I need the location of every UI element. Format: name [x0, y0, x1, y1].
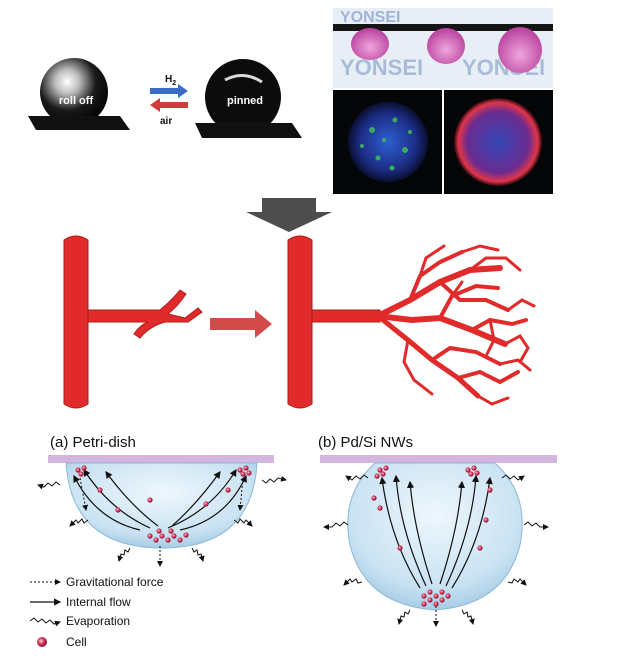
green-cell-spots	[360, 117, 412, 171]
cell-legend-label: Cell	[66, 635, 87, 649]
panel-b-substrate	[320, 455, 557, 463]
flow-legend-label: Internal flow	[66, 595, 131, 609]
panel-a: (a) Petri-dish	[37, 434, 287, 567]
panel-a-cells	[75, 465, 252, 543]
h2-arrow	[150, 84, 188, 98]
panel-b-droplet	[347, 462, 523, 611]
air-label: air	[160, 116, 172, 127]
panel-a-droplet	[65, 462, 258, 549]
legend: Gravitational force Internal flow Evapor…	[29, 575, 164, 649]
cell-legend-icon	[37, 637, 47, 647]
wetting-schematic: roll off H2 air pinned	[28, 58, 302, 138]
right-vessel-trunk	[287, 235, 313, 409]
top-right-photo: YONSEI YONSEI YONSEI	[333, 8, 553, 194]
substrate-left	[28, 116, 130, 130]
rolling-droplet	[40, 58, 108, 126]
vessel-panel	[63, 235, 381, 409]
panel-b-cells	[371, 465, 493, 607]
h2-label: H2	[165, 74, 176, 87]
spheroid-right	[454, 98, 542, 186]
panel-b-title: (b) Pd/Si NWs	[318, 434, 413, 451]
hanging-droplet-1	[351, 28, 389, 60]
hanging-droplet-3	[498, 27, 542, 73]
panel-b-flow-arrows	[379, 474, 493, 589]
panel-a-evaporation-arrows	[37, 475, 287, 562]
evaporation-legend-line	[29, 617, 61, 627]
panel-b: (b) Pd/Si NWs	[318, 434, 557, 627]
yonsei-text-top: YONSEI	[340, 9, 400, 26]
left-vessel-branch	[87, 289, 203, 339]
spheroid-left	[348, 102, 428, 182]
hanging-plate	[333, 24, 553, 31]
left-vessel-trunk	[63, 235, 89, 409]
air-arrow	[150, 98, 188, 112]
gravity-legend-label: Gravitational force	[66, 575, 164, 589]
pinned-label: pinned	[227, 95, 263, 107]
panel-a-substrate	[48, 455, 274, 463]
evaporation-legend-label: Evaporation	[66, 614, 130, 628]
panel-b-evaporation-arrows	[323, 474, 549, 625]
yonsei-text-left: YONSEI	[340, 55, 423, 80]
hanging-droplet-2	[427, 28, 465, 64]
pinned-droplet	[205, 59, 281, 135]
panel-a-gravity-arrows	[79, 477, 244, 567]
down-arrow	[246, 198, 332, 232]
right-vessel-network	[375, 244, 536, 406]
substrate-right	[195, 123, 302, 138]
growth-arrow	[210, 310, 272, 338]
pinned-highlight	[224, 74, 263, 84]
panel-a-title: (a) Petri-dish	[50, 434, 136, 451]
right-vessel-main-branch	[311, 309, 381, 323]
roll-off-label: roll off	[59, 95, 94, 107]
